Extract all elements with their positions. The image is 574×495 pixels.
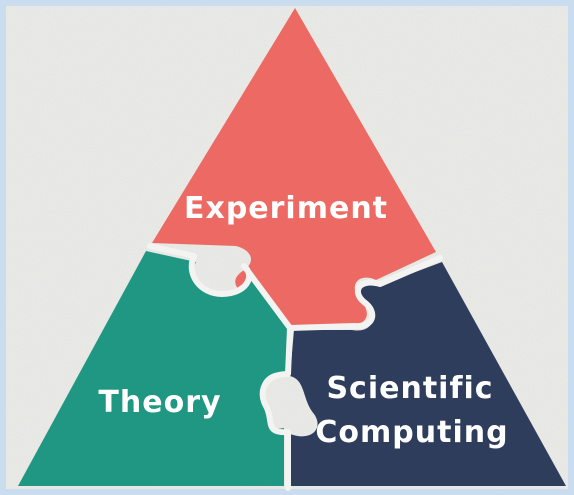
scientific-computing-piece	[290, 262, 566, 486]
theory-label: Theory	[98, 385, 221, 420]
experiment-piece	[152, 8, 436, 326]
computing-label: Computing	[315, 415, 508, 450]
puzzle-seams	[147, 243, 443, 491]
theory-piece	[18, 251, 288, 486]
scientific-label: Scientific	[326, 371, 493, 406]
experiment-label: Experiment	[184, 191, 388, 226]
